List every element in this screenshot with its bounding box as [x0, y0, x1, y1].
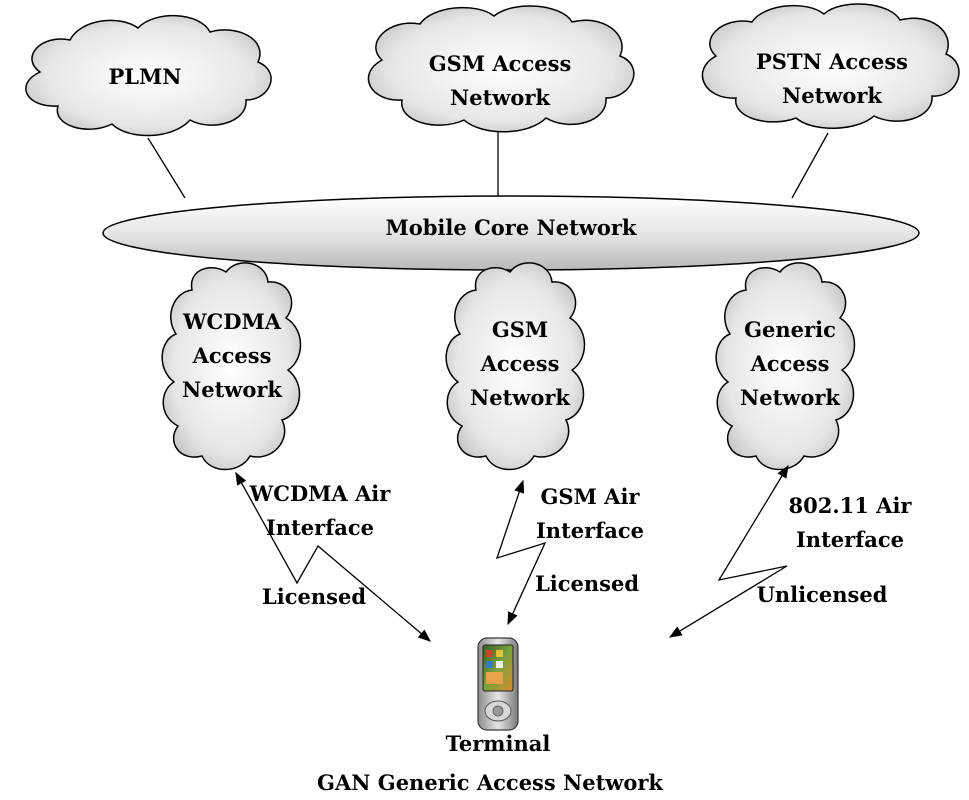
wcdma-air-link	[235, 471, 431, 642]
wifi-interface-line-2: Interface	[795, 527, 904, 552]
gsm-mid-line-3: Network	[470, 385, 570, 410]
wcdma-interface-line-2: Interface	[265, 515, 374, 540]
generic-line-2: Access	[750, 351, 830, 376]
wcdma-line-3: Network	[182, 377, 282, 402]
cloud-generic	[715, 262, 856, 471]
pstn-line-1: PSTN Access	[756, 49, 908, 74]
generic-line-3: Network	[740, 385, 840, 410]
terminal-label: Terminal	[428, 727, 568, 761]
diagram-caption: GAN Generic Access Network	[250, 766, 730, 800]
wcdma-license-label: Licensed	[244, 580, 384, 614]
terminal-text: Terminal	[445, 731, 551, 756]
wifi-license-label: Unlicensed	[742, 578, 902, 612]
cloud-wcdma	[161, 262, 302, 471]
wcdma-interface-line-1: WCDMA Air	[249, 481, 391, 506]
cloud-generic-label: Generic Access Network	[728, 313, 852, 415]
gsm-mid-line-2: Access	[480, 351, 560, 376]
cloud-gsm-mid-label: GSM Access Network	[458, 313, 582, 415]
terminal-phone-icon	[477, 637, 519, 731]
core-network-text: Mobile Core Network	[385, 215, 637, 240]
wcdma-interface-label: WCDMA Air Interface	[240, 477, 400, 545]
wifi-interface-label: 802.11 Air Interface	[770, 489, 930, 557]
gsm-interface-line-2: Interface	[535, 518, 644, 543]
wcdma-line-1: WCDMA	[182, 309, 282, 334]
link-plmn-core	[147, 137, 186, 199]
plmn-line: PLMN	[108, 64, 182, 89]
gsm-top-line-2: Network	[450, 85, 550, 110]
wifi-license-text: Unlicensed	[756, 582, 888, 607]
cloud-gsm-top-label: GSM Access Network	[410, 47, 590, 115]
cloud-plmn	[25, 15, 272, 137]
gsm-top-line-1: GSM Access	[428, 51, 572, 76]
gsm-license-label: Licensed	[517, 567, 657, 601]
cloud-gsm-top	[367, 5, 635, 133]
cloud-plmn-label: PLMN	[70, 60, 220, 94]
caption-text: GAN Generic Access Network	[317, 770, 663, 795]
cloud-wcdma-label: WCDMA Access Network	[170, 305, 294, 407]
gsm-interface-line-1: GSM Air	[540, 484, 640, 509]
gsm-interface-label: GSM Air Interface	[520, 480, 660, 548]
gsm-mid-line-1: GSM	[491, 317, 549, 342]
link-pstn-core	[791, 132, 829, 199]
wifi-air-link	[668, 464, 789, 638]
gsm-license-text: Licensed	[534, 571, 640, 596]
cloud-pstn	[701, 3, 960, 129]
cloud-gsm-mid	[445, 262, 586, 471]
wcdma-line-2: Access	[192, 343, 272, 368]
cloud-pstn-label: PSTN Access Network	[742, 45, 922, 113]
generic-line-1: Generic	[744, 317, 836, 342]
gsm-air-link	[495, 479, 547, 626]
wcdma-license-text: Licensed	[261, 584, 367, 609]
wifi-interface-line-1: 802.11 Air	[788, 493, 912, 518]
core-network-label: Mobile Core Network	[311, 211, 711, 245]
pstn-line-2: Network	[782, 83, 882, 108]
